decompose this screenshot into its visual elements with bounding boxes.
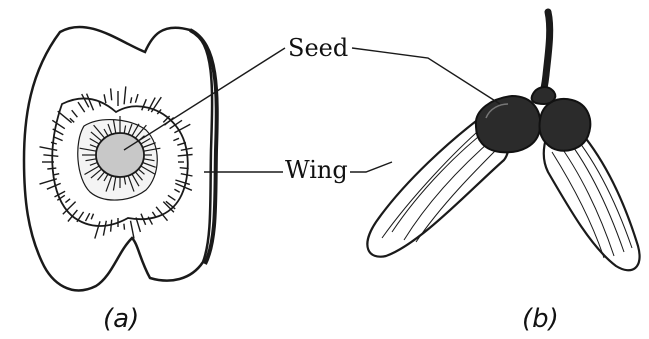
wing-fiber xyxy=(180,168,189,169)
seed-pod-left-b xyxy=(476,96,540,152)
seed-leader-b xyxy=(352,48,500,104)
caption-a: (a) xyxy=(103,306,139,332)
stalk-b xyxy=(542,12,550,96)
wing-fiber xyxy=(124,224,125,230)
seed-a xyxy=(96,133,144,177)
pod-junction-b xyxy=(532,87,556,104)
wing-fiber xyxy=(47,168,56,169)
caption-b: (b) xyxy=(522,306,559,332)
wing-label: Wing xyxy=(285,158,348,182)
winged-seed-a xyxy=(24,27,217,290)
wing-leader-b xyxy=(350,162,392,172)
seed-pod-right-b xyxy=(540,99,591,151)
seed-label: Seed xyxy=(288,36,348,60)
winged-seed-b xyxy=(367,12,639,270)
